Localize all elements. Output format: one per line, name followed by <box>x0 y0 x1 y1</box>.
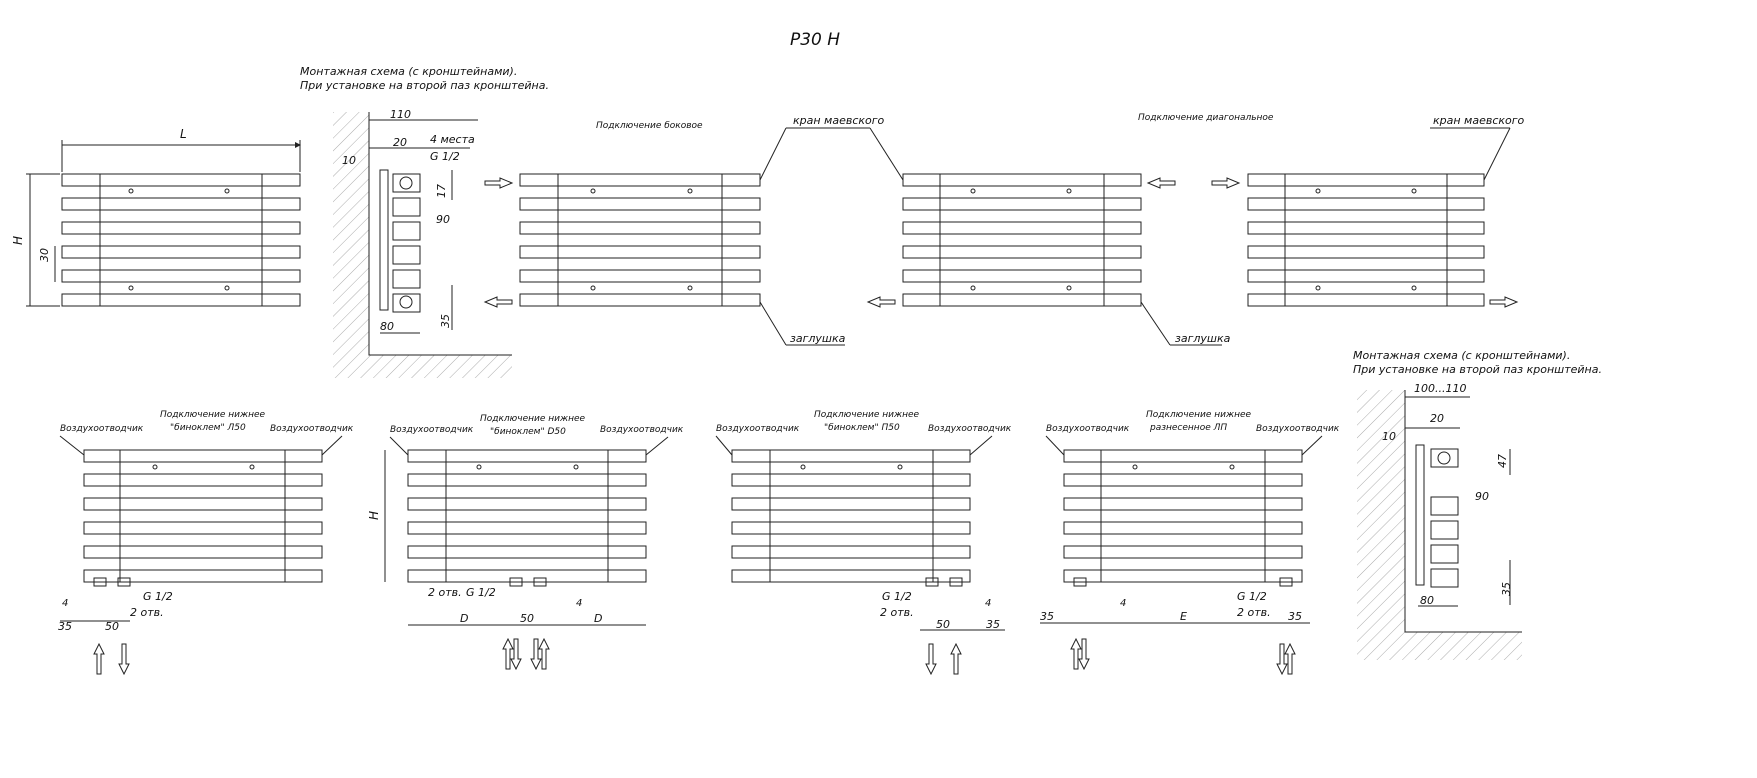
dim-35-b: 35 <box>1500 582 1513 596</box>
thread-b3: G 1/2 <box>882 590 912 603</box>
label-valve-1: кран маевского <box>793 114 885 127</box>
dim-30: 30 <box>38 248 51 262</box>
holes-b1: 2 отв. <box>130 606 164 619</box>
dim-D-b2b: D <box>594 612 602 625</box>
dim-47: 47 <box>1496 454 1509 468</box>
dim-4-b4: 4 <box>1120 598 1126 609</box>
dim-H-b2: H <box>367 511 381 520</box>
dim-90-b: 90 <box>1475 490 1489 503</box>
radiator-diagonal-1 <box>866 127 1222 346</box>
label-plug-2: заглушка <box>1175 332 1231 345</box>
dim-50-b2: 50 <box>520 612 534 625</box>
mounting-note-1: Монтажная схема (с кронштейнами). <box>300 65 517 78</box>
radiator-bottom-d50 <box>384 436 669 671</box>
mounting-note-3: Монтажная схема (с кронштейнами). <box>1353 349 1570 362</box>
dim-35-b4a: 35 <box>1040 610 1054 623</box>
dim-50-b1: 50 <box>105 620 119 633</box>
label-l50: "биноклем" Л50 <box>170 423 246 433</box>
label-bottom-2: Подключение нижнее <box>480 414 586 424</box>
dim-20-b: 20 <box>1430 412 1444 425</box>
label-4-places: 4 места <box>430 133 475 146</box>
mounting-scheme-top <box>333 112 512 378</box>
label-conn-diagonal: Подключение диагональное <box>1138 113 1274 123</box>
dim-110: 110 <box>390 108 411 121</box>
label-air-vent-2a: Воздухоотводчик <box>390 425 474 435</box>
label-d50: "биноклем" D50 <box>490 427 566 437</box>
dim-H: H <box>11 236 25 245</box>
thread-b1: G 1/2 <box>143 590 173 603</box>
dim-100-110: 100...110 <box>1414 382 1466 395</box>
dim-17: 17 <box>435 184 448 198</box>
dim-4-b1: 4 <box>62 598 68 609</box>
holes-b2: 2 отв. <box>428 586 462 599</box>
dim-35-b4b: 35 <box>1288 610 1302 623</box>
dim-80-b: 80 <box>1420 594 1434 607</box>
label-thread: G 1/2 <box>430 150 460 163</box>
radiator-side-connection <box>483 127 870 346</box>
dim-90: 90 <box>436 213 450 226</box>
label-air-vent-4b: Воздухоотводчик <box>1256 424 1340 434</box>
dim-D-b2a: D <box>460 612 468 625</box>
drawing-title: P30 H <box>790 30 840 50</box>
dim-35-b3: 35 <box>986 618 1000 631</box>
dim-10-b: 10 <box>1382 430 1396 443</box>
holes-b3: 2 отв. <box>880 606 914 619</box>
label-lp: разнесенное ЛП <box>1149 423 1227 433</box>
dim-35-b1: 35 <box>58 620 72 633</box>
label-air-vent-3b: Воздухоотводчик <box>928 424 1012 434</box>
radiator-bottom-l50 <box>59 435 343 676</box>
radiator-bottom-p50 <box>715 435 1005 676</box>
label-bottom-1: Подключение нижнее <box>160 410 266 420</box>
dim-4-b2: 4 <box>576 598 582 609</box>
dim-20: 20 <box>393 136 407 149</box>
label-plug-1: заглушка <box>790 332 846 345</box>
dim-35: 35 <box>439 314 452 328</box>
mounting-scheme-bottom <box>1357 390 1522 660</box>
radiator-diagonal-2 <box>1211 127 1519 308</box>
dim-80: 80 <box>380 320 394 333</box>
thread-b4: G 1/2 <box>1237 590 1267 603</box>
radiator-front-view-main <box>26 140 301 307</box>
label-air-vent-2b: Воздухоотводчик <box>600 425 684 435</box>
label-valve-2: кран маевского <box>1433 114 1525 127</box>
holes-b4: 2 отв. <box>1237 606 1271 619</box>
dim-4-b3: 4 <box>985 598 991 609</box>
dim-E-b4: E <box>1180 610 1187 623</box>
label-air-vent-3a: Воздухоотводчик <box>716 424 800 434</box>
label-bottom-4: Подключение нижнее <box>1146 410 1252 420</box>
label-air-vent-1a: Воздухоотводчик <box>60 424 144 434</box>
label-air-vent-1b: Воздухоотводчик <box>270 424 354 434</box>
thread-b2: G 1/2 <box>466 586 496 599</box>
label-bottom-3: Подключение нижнее <box>814 410 920 420</box>
dim-10: 10 <box>342 154 356 167</box>
dim-50-b3: 50 <box>936 618 950 631</box>
mounting-note-4: При установке на второй паз кронштейна. <box>1353 363 1602 376</box>
label-conn-side: Подключение боковое <box>596 121 703 131</box>
label-p50: "биноклем" П50 <box>824 423 900 433</box>
dim-L: L <box>180 127 187 141</box>
label-air-vent-4a: Воздухоотводчик <box>1046 424 1130 434</box>
radiator-bottom-lp <box>1040 435 1323 676</box>
mounting-note-2: При установке на второй паз кронштейна. <box>300 79 549 92</box>
